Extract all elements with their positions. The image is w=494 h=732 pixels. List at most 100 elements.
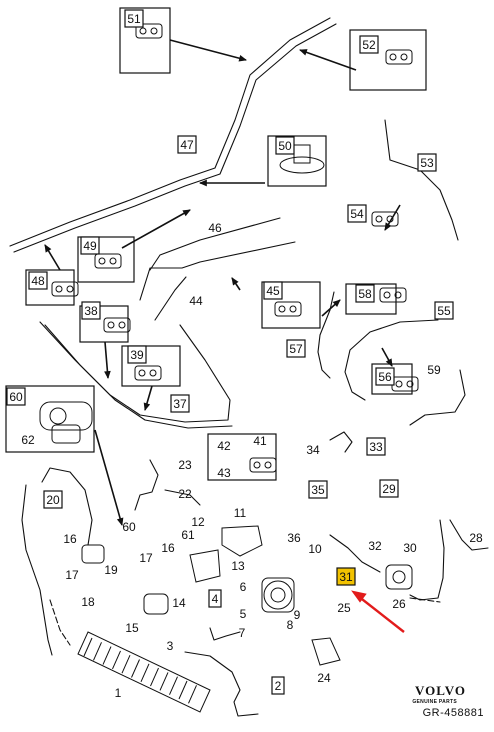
svg-text:61: 61: [181, 528, 195, 542]
clip-49: [94, 253, 122, 269]
svg-text:45: 45: [266, 284, 280, 298]
svg-text:51: 51: [127, 12, 141, 26]
callout-55: 55: [434, 301, 454, 320]
svg-text:58: 58: [358, 287, 372, 301]
callout-34: 34: [306, 443, 320, 457]
callout-11: 11: [234, 506, 247, 520]
svg-text:31: 31: [339, 570, 353, 584]
pipe-2: [13, 23, 337, 253]
svg-text:26: 26: [392, 597, 406, 611]
svg-text:41: 41: [253, 434, 267, 448]
callout-14: 14: [172, 596, 186, 610]
callout-44: 44: [189, 294, 203, 308]
callout-30: 30: [403, 541, 417, 555]
svg-text:28: 28: [469, 531, 483, 545]
pipe-9: [317, 291, 335, 379]
pipe-5: [149, 217, 281, 271]
svg-text:20: 20: [46, 493, 60, 507]
pipe-21: [329, 431, 353, 453]
part-drawings: [5, 7, 427, 713]
svg-text:44: 44: [189, 294, 203, 308]
frame-38: [79, 305, 129, 343]
callout-56: 56: [375, 367, 395, 386]
callout-9: 9: [294, 608, 301, 622]
svg-text:16: 16: [161, 541, 175, 555]
callout-23: 23: [178, 458, 192, 472]
svg-text:13: 13: [231, 559, 245, 573]
harness-line-right: [409, 597, 441, 603]
valve-assembly-60: [39, 401, 93, 444]
callout-4: 4: [208, 589, 222, 608]
callout-16: 16: [63, 532, 77, 546]
sensor-24: [311, 637, 341, 666]
callout-8: 8: [287, 618, 294, 632]
svg-text:52: 52: [362, 38, 376, 52]
clip-51: [135, 23, 163, 39]
pipe-1: [9, 17, 331, 247]
pipe-10: [344, 319, 439, 401]
svg-text:60: 60: [122, 520, 136, 534]
svg-text:14: 14: [172, 596, 186, 610]
callout-18: 18: [81, 595, 95, 609]
frame-48: [25, 269, 75, 306]
frame-52: [349, 29, 427, 91]
callout-22: 22: [178, 487, 192, 501]
callout-25: 25: [337, 601, 351, 615]
callout-5: 5: [240, 607, 247, 621]
callout-49: 49: [80, 236, 100, 255]
svg-text:47: 47: [180, 138, 194, 152]
callout-6: 6: [240, 580, 247, 594]
pump-16: [81, 544, 105, 564]
callout-17: 17: [139, 551, 153, 565]
svg-text:36: 36: [287, 531, 301, 545]
callout-54: 54: [347, 204, 367, 223]
cooler-radiator: [77, 631, 211, 713]
svg-text:3: 3: [167, 639, 174, 653]
callout-12: 12: [191, 515, 205, 529]
pipe-15: [164, 489, 201, 506]
genuine-parts-label: GENUINE PARTS: [412, 699, 457, 705]
svg-text:35: 35: [311, 483, 325, 497]
pointer-arrow-4: [121, 209, 191, 249]
callout-37: 37: [170, 394, 190, 413]
callout-60: 60: [6, 387, 26, 406]
callout-51: 51: [124, 9, 144, 28]
clip-39: [134, 365, 162, 381]
svg-text:59: 59: [427, 363, 441, 377]
pipe-14: [134, 459, 159, 511]
callout-41: 41: [253, 434, 267, 448]
callout-43: 43: [217, 466, 231, 480]
frame-45: [261, 281, 321, 329]
svg-text:18: 18: [81, 595, 95, 609]
svg-text:22: 22: [178, 487, 192, 501]
pipe-18: [209, 627, 241, 641]
callout-57: 57: [286, 339, 306, 358]
pipe-12: [21, 484, 53, 656]
pointer-arrow-10: [381, 347, 393, 367]
svg-text:9: 9: [294, 608, 301, 622]
callout-35: 35: [308, 480, 328, 499]
callout-52: 52: [359, 35, 379, 54]
svg-text:10: 10: [308, 542, 322, 556]
svg-text:54: 54: [350, 207, 364, 221]
callout-24: 24: [317, 671, 331, 685]
pointer-arrow-2: [299, 49, 357, 71]
callout-60: 60: [122, 520, 136, 534]
svg-text:49: 49: [83, 239, 97, 253]
clip-48: [51, 281, 79, 297]
clip-52: [385, 49, 413, 65]
bracket-13: [189, 549, 221, 583]
svg-text:17: 17: [65, 568, 79, 582]
highlight-arrow: [351, 590, 405, 633]
pointer-arrow-8: [384, 204, 401, 231]
callout-42: 42: [217, 439, 231, 453]
callout-38: 38: [81, 301, 101, 320]
svg-text:39: 39: [130, 348, 144, 362]
callout-46: 46: [208, 221, 222, 235]
svg-text:2: 2: [275, 679, 282, 693]
svg-text:46: 46: [208, 221, 222, 235]
svg-text:11: 11: [234, 506, 247, 520]
svg-text:55: 55: [437, 304, 451, 318]
pipe-6: [139, 241, 296, 301]
